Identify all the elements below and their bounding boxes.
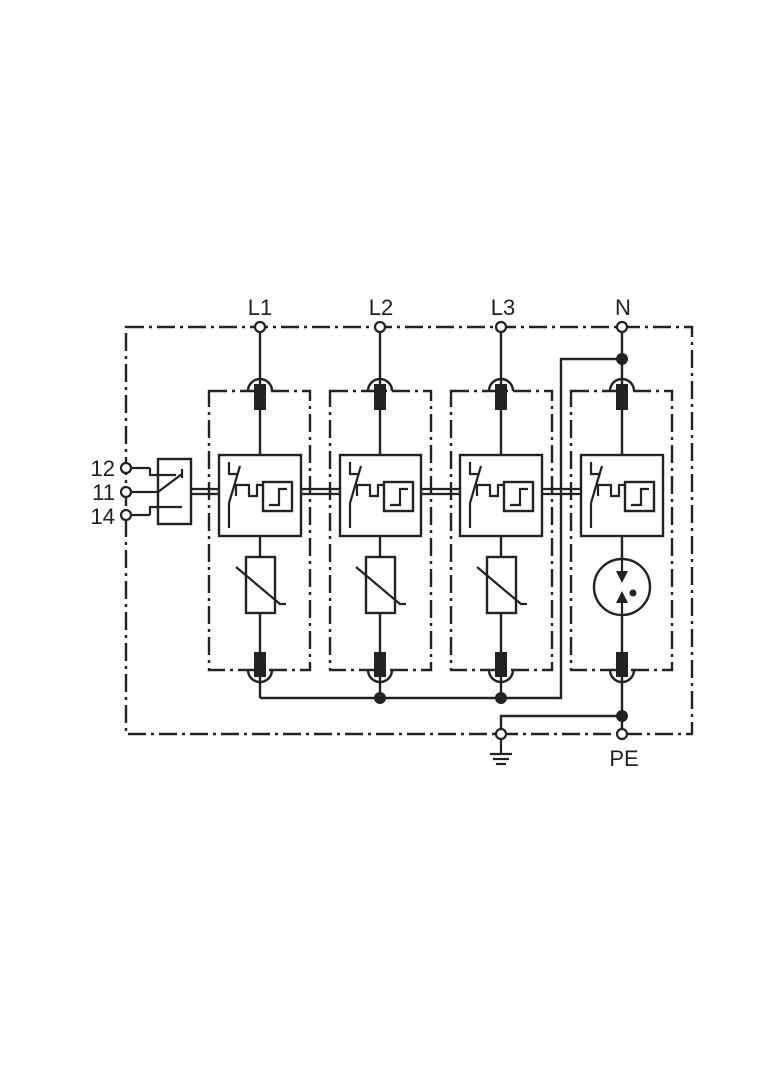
mechanical-link-lines bbox=[191, 487, 581, 496]
label-contact-14: 14 bbox=[91, 504, 115, 529]
terminal-l1[interactable] bbox=[253, 320, 267, 334]
thermal-disconnector-icon bbox=[338, 453, 423, 538]
module-outline-l3 bbox=[449, 389, 554, 672]
junction-dot-l3 bbox=[495, 692, 507, 704]
fuse-icon bbox=[246, 652, 636, 684]
terminal-earth[interactable] bbox=[494, 727, 508, 741]
terminal-12[interactable] bbox=[119, 461, 133, 475]
label-contact-12: 12 bbox=[91, 456, 115, 481]
earth-ground-icon bbox=[490, 739, 512, 766]
terminal-pe[interactable] bbox=[615, 727, 629, 741]
terminal-14[interactable] bbox=[119, 508, 133, 522]
module-outline-n bbox=[569, 389, 674, 672]
common-bus-wire bbox=[260, 357, 622, 700]
varistor-icon bbox=[235, 555, 286, 615]
spark-gap-icon bbox=[592, 557, 652, 617]
thermal-disconnector-icon bbox=[458, 453, 544, 538]
varistor-icon bbox=[476, 555, 527, 615]
label-contact-11: 11 bbox=[92, 480, 115, 505]
label-l3: L3 bbox=[491, 295, 515, 320]
earth-bus-wire bbox=[499, 714, 622, 734]
module-outline-l1 bbox=[207, 389, 312, 672]
label-l2: L2 bbox=[369, 295, 393, 320]
junction-dot-l2 bbox=[374, 692, 386, 704]
terminal-11[interactable] bbox=[119, 485, 133, 499]
thermal-disconnector-icon bbox=[217, 453, 303, 538]
terminal-l3[interactable] bbox=[494, 320, 508, 334]
thermal-disconnector-icon bbox=[579, 453, 665, 538]
module-outline-l2 bbox=[328, 389, 433, 672]
changeover-contact-icon bbox=[126, 457, 193, 526]
junction-dot-pe bbox=[616, 710, 628, 722]
label-pe: PE bbox=[609, 746, 638, 771]
fuse-icon bbox=[246, 377, 636, 410]
terminal-n[interactable] bbox=[615, 320, 629, 334]
enclosure-outline bbox=[124, 325, 694, 736]
label-l1: L1 bbox=[248, 295, 272, 320]
varistor-icon bbox=[355, 555, 406, 615]
terminal-l2[interactable] bbox=[373, 320, 387, 334]
label-n: N bbox=[615, 295, 631, 320]
junction-dot-n bbox=[616, 353, 628, 365]
